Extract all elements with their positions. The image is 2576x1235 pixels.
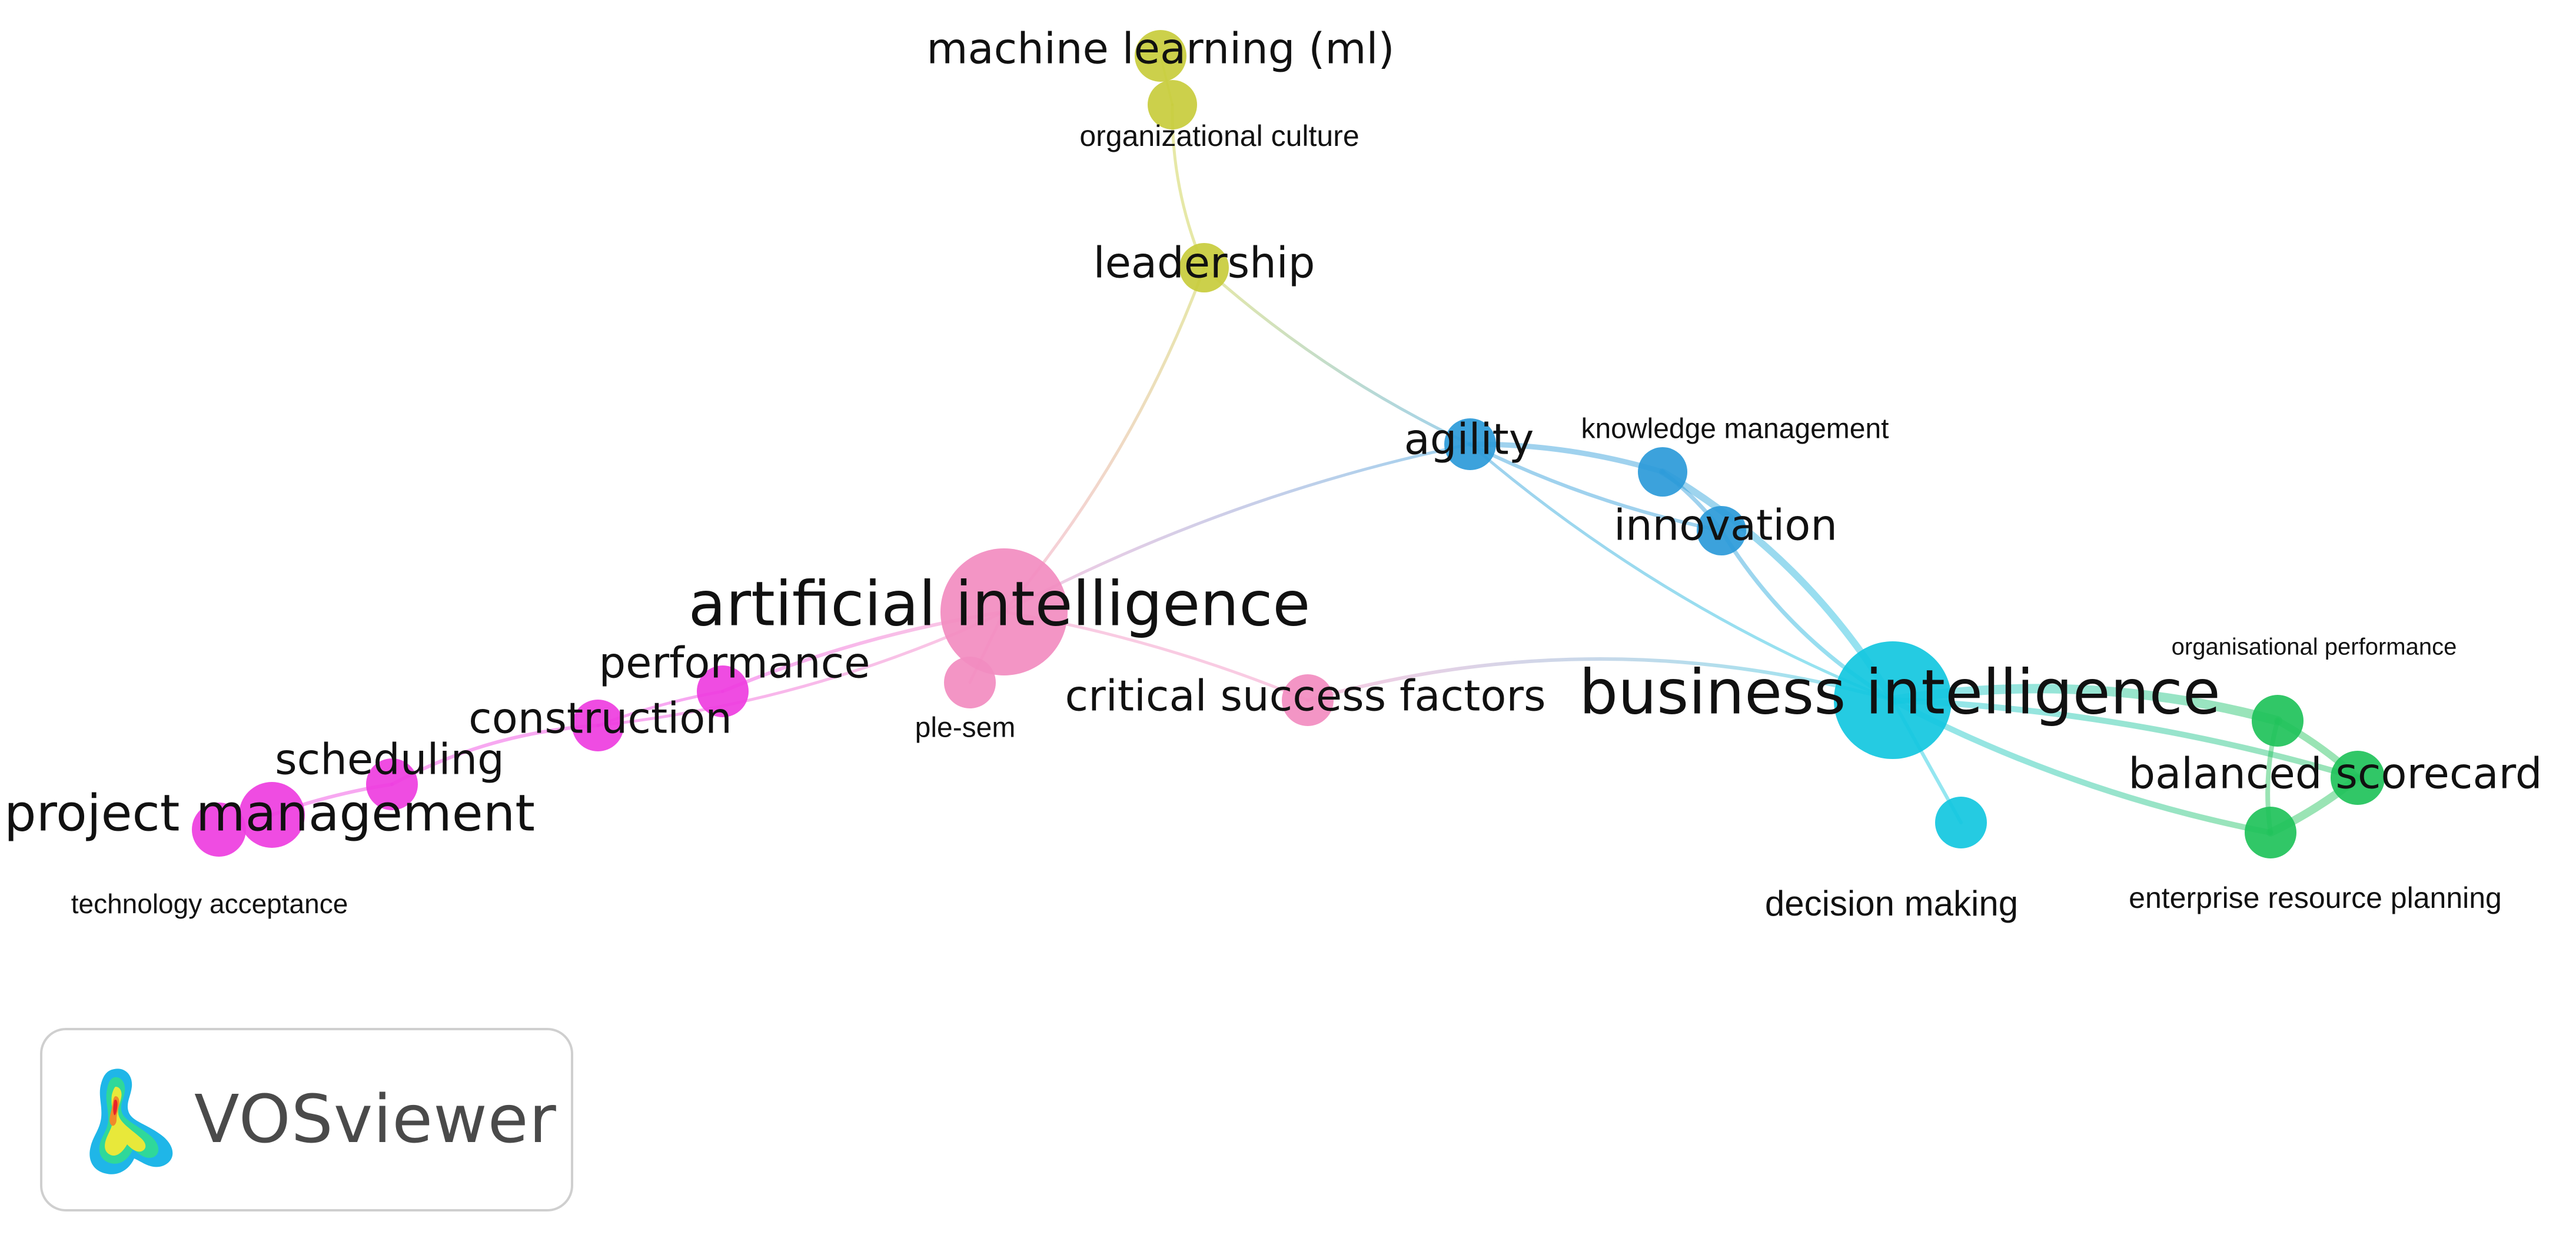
node-ml[interactable] bbox=[1135, 30, 1186, 82]
label-ta[interactable]: technology acceptance bbox=[71, 888, 348, 919]
label-constr[interactable]: construction bbox=[468, 694, 732, 743]
node-ta[interactable] bbox=[192, 803, 246, 857]
node-plesem[interactable] bbox=[944, 657, 996, 708]
node-op[interactable] bbox=[2252, 695, 2304, 747]
vosviewer-logo: VOSviewer bbox=[40, 1028, 573, 1211]
node-agil[interactable] bbox=[1444, 418, 1496, 470]
node-lead[interactable] bbox=[1179, 243, 1229, 292]
label-dm[interactable]: decision making bbox=[1765, 884, 2018, 923]
link-agil-bi[interactable] bbox=[1468, 442, 1894, 702]
node-pm[interactable] bbox=[239, 782, 305, 848]
label-sched[interactable]: scheduling bbox=[275, 735, 504, 784]
label-plesem[interactable]: ple-sem bbox=[915, 713, 1016, 744]
node-innov[interactable] bbox=[1697, 506, 1746, 555]
label-csf[interactable]: critical success factors bbox=[1065, 671, 1546, 721]
label-oc[interactable]: organizational culture bbox=[1079, 119, 1359, 152]
label-bsc[interactable]: balanced scorecard bbox=[2128, 749, 2542, 798]
label-innov[interactable]: innovation bbox=[1614, 501, 1837, 550]
node-constr[interactable] bbox=[572, 700, 624, 751]
label-pm[interactable]: project management bbox=[4, 784, 535, 843]
label-km[interactable]: knowledge management bbox=[1581, 414, 1889, 445]
node-erp[interactable] bbox=[2245, 807, 2296, 858]
node-km[interactable] bbox=[1638, 447, 1687, 497]
node-bi[interactable] bbox=[1834, 641, 1952, 759]
label-perf[interactable]: performance bbox=[599, 638, 870, 688]
node-layer bbox=[192, 30, 2385, 858]
link-bi-bsc[interactable] bbox=[1890, 697, 2361, 781]
link-constr-sched[interactable] bbox=[390, 724, 600, 786]
node-ai[interactable] bbox=[940, 548, 1068, 675]
node-perf[interactable] bbox=[697, 665, 749, 717]
label-ml[interactable]: machine learning (ml) bbox=[926, 24, 1394, 74]
link-agil-ai[interactable] bbox=[1002, 442, 1472, 614]
link-agil-innov[interactable] bbox=[1468, 442, 1723, 532]
node-csf[interactable] bbox=[1282, 674, 1334, 726]
link-csf-bi[interactable] bbox=[1306, 657, 1894, 702]
label-ai[interactable]: artificial intelligence bbox=[689, 568, 1311, 640]
label-agil[interactable]: agility bbox=[1404, 415, 1534, 464]
label-lead[interactable]: leadership bbox=[1093, 238, 1315, 288]
vosviewer-density-logo-icon bbox=[89, 1068, 173, 1174]
label-erp[interactable]: enterprise resource planning bbox=[2129, 881, 2502, 914]
node-oc[interactable] bbox=[1148, 80, 1197, 129]
node-bsc[interactable] bbox=[2331, 751, 2385, 805]
node-sched[interactable] bbox=[366, 758, 418, 810]
label-op[interactable]: organisational performance bbox=[2172, 634, 2457, 660]
label-bi[interactable]: business intelligence bbox=[1579, 656, 2221, 728]
link-lead-agil[interactable] bbox=[1202, 266, 1472, 446]
node-dm[interactable] bbox=[1935, 797, 1987, 848]
vosviewer-logo-text: VOSviewer bbox=[194, 1081, 557, 1158]
label-layer: machine learning (ml) organizational cult… bbox=[4, 24, 2542, 923]
